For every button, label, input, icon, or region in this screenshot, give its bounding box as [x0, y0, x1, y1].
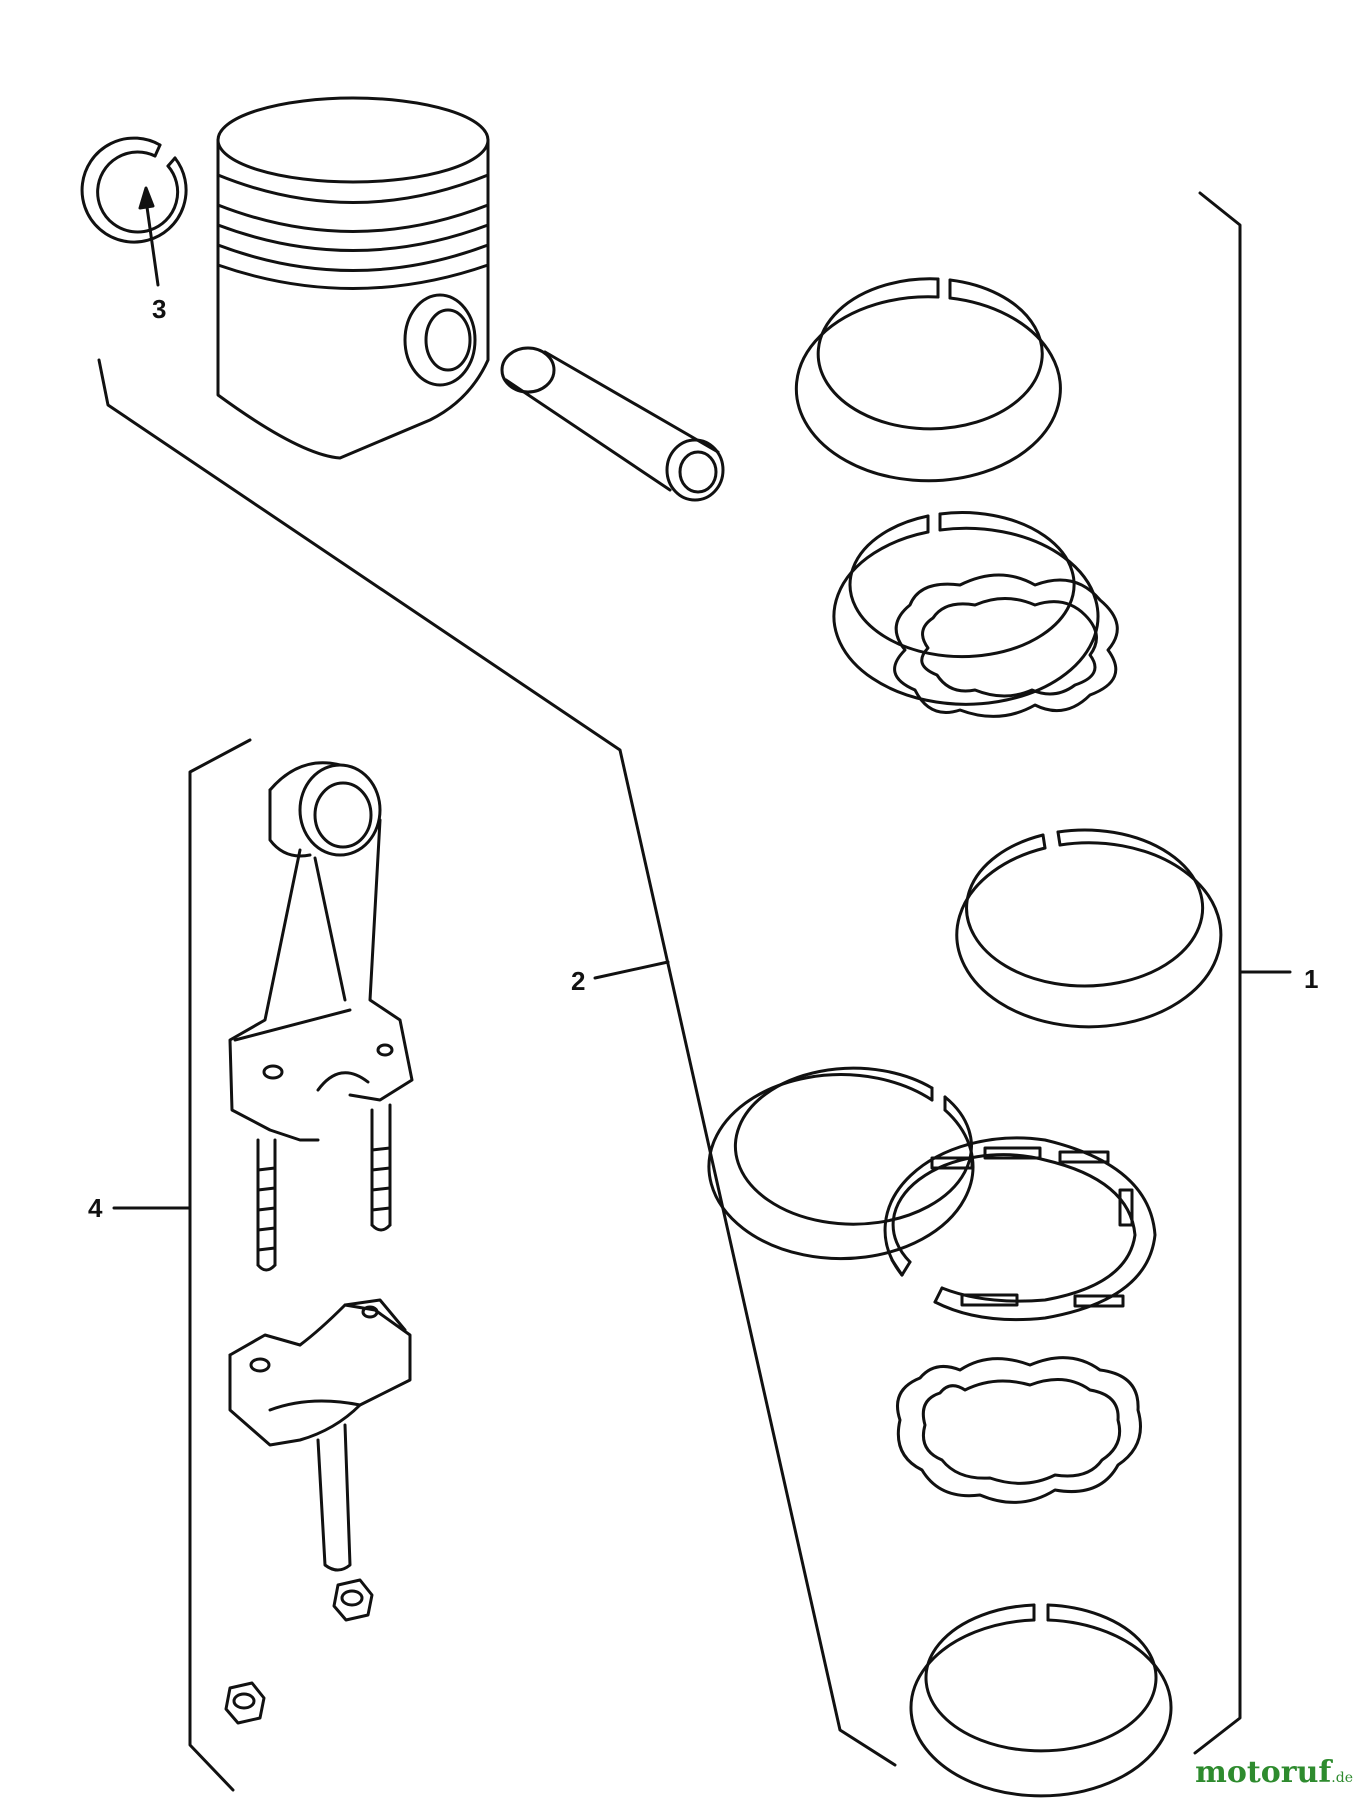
- oil-ring-expander-top-icon: [893, 573, 1119, 718]
- callout-label-2: 2: [571, 966, 586, 996]
- oil-rail-ring-top-icon: [955, 828, 1223, 1029]
- watermark-tld: .de: [1331, 1770, 1353, 1786]
- retaining-ring-icon: [80, 136, 188, 244]
- piston-icon: [216, 96, 490, 460]
- ring-set-bracket: [1193, 191, 1292, 1755]
- piston-assembly-bracket: [97, 358, 897, 1767]
- rod-nut-lower-icon: [224, 1681, 266, 1725]
- callout-label-4: 4: [88, 1193, 103, 1223]
- piston-pin-icon: [500, 346, 725, 502]
- connecting-rod-icon: [228, 761, 414, 1272]
- brand-watermark: motoruf.de: [1195, 1755, 1353, 1790]
- compression-ring-top-icon: [794, 277, 1062, 483]
- oil-rail-ring-bottom-icon: [909, 1603, 1173, 1798]
- callout-label-3: 3: [152, 294, 167, 324]
- retaining-ring-arrow: [138, 186, 160, 287]
- rod-cap-icon: [228, 1298, 412, 1572]
- compression-ring-second-icon: [832, 511, 1100, 706]
- oil-ring-expander-bottom-icon: [896, 1356, 1142, 1504]
- callout-label-1: 1: [1304, 964, 1319, 994]
- watermark-brand: motoruf: [1195, 1755, 1332, 1790]
- slotted-oil-ring-icon: [883, 1136, 1157, 1322]
- connecting-rod-bracket: [112, 738, 252, 1792]
- rod-nut-upper-icon: [332, 1578, 374, 1622]
